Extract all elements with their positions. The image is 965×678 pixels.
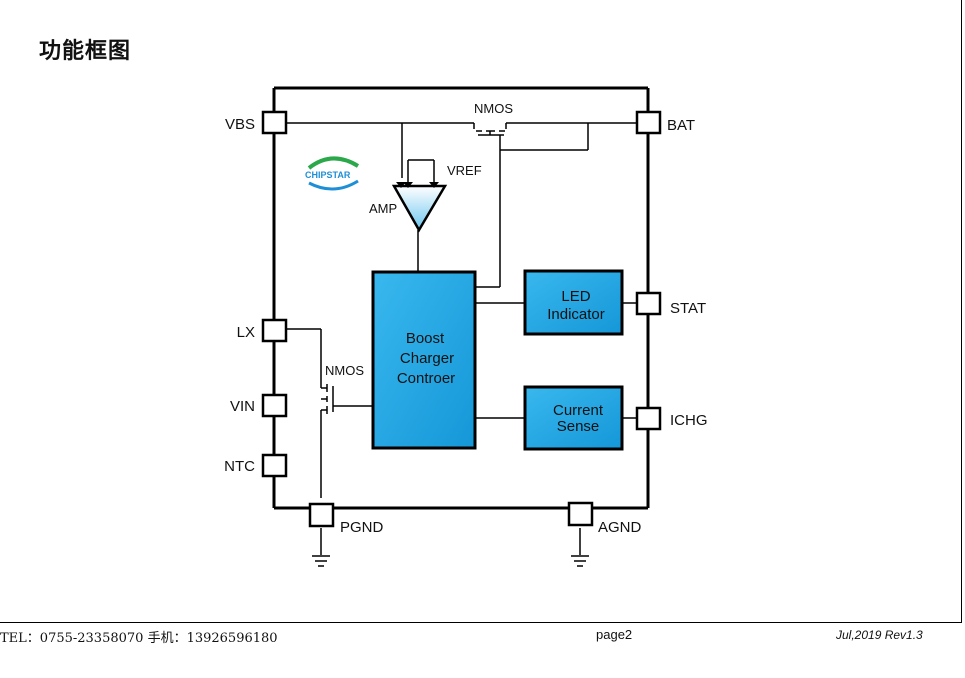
amp-label: AMP (369, 201, 397, 216)
pin-stat-label: STAT (670, 300, 706, 317)
boost-charger-block (371, 270, 477, 450)
pad-vin (261, 393, 288, 418)
boost-line2: Charger (400, 350, 454, 367)
pin-bat-label: BAT (667, 117, 695, 134)
pad-ichg (635, 406, 662, 431)
pad-bat (635, 110, 662, 135)
pin-agnd-label: AGND (598, 519, 642, 536)
pad-vbs (261, 110, 288, 135)
footer-contact: TEL：0755-23358070 手机：13926596180 (0, 631, 278, 646)
pad-lx (261, 318, 288, 343)
nmos-top-symbol (473, 123, 507, 140)
logo-text: CHIPSTAR (305, 170, 351, 180)
pad-ntc (261, 453, 288, 478)
nmos-top-label: NMOS (474, 101, 513, 116)
current-line2: Sense (557, 418, 600, 435)
pin-vin-label: VIN (230, 398, 255, 415)
current-sense-block (523, 385, 624, 451)
agnd-ground-icon (571, 555, 589, 567)
page-frame (0, 0, 962, 623)
pin-pads (261, 110, 662, 528)
boost-line3: Controer (397, 370, 455, 387)
pin-lx-label: LX (237, 324, 255, 341)
wiring (287, 122, 636, 555)
footer-page-number: page2 (596, 627, 633, 642)
pin-ntc-label: NTC (224, 458, 255, 475)
nmos-low-label: NMOS (325, 363, 364, 378)
pin-pgnd-label: PGND (340, 519, 384, 536)
pad-agnd (567, 501, 594, 527)
led-line1: LED (561, 288, 590, 305)
pin-vbs-label: VBS (225, 116, 255, 133)
pin-ichg-label: ICHG (670, 412, 708, 429)
block-diagram: NMOS VREF AMP CHIPSTAR Boost Charger Con… (224, 86, 708, 567)
current-line1: Current (553, 402, 604, 419)
page-title: 功能框图 (39, 39, 132, 64)
led-indicator-block (523, 269, 624, 336)
chipstar-logo: CHIPSTAR (305, 156, 360, 191)
boost-line1: Boost (406, 330, 445, 347)
footer-revision: Jul,2019 Rev1.3 (836, 628, 923, 642)
pgnd-ground-icon (312, 555, 330, 567)
pad-stat (635, 291, 662, 316)
amp-symbol (391, 182, 448, 233)
pad-pgnd (308, 502, 335, 528)
led-line2: Indicator (547, 306, 605, 323)
nmos-low-symbol (321, 384, 334, 414)
vref-label: VREF (447, 163, 482, 178)
